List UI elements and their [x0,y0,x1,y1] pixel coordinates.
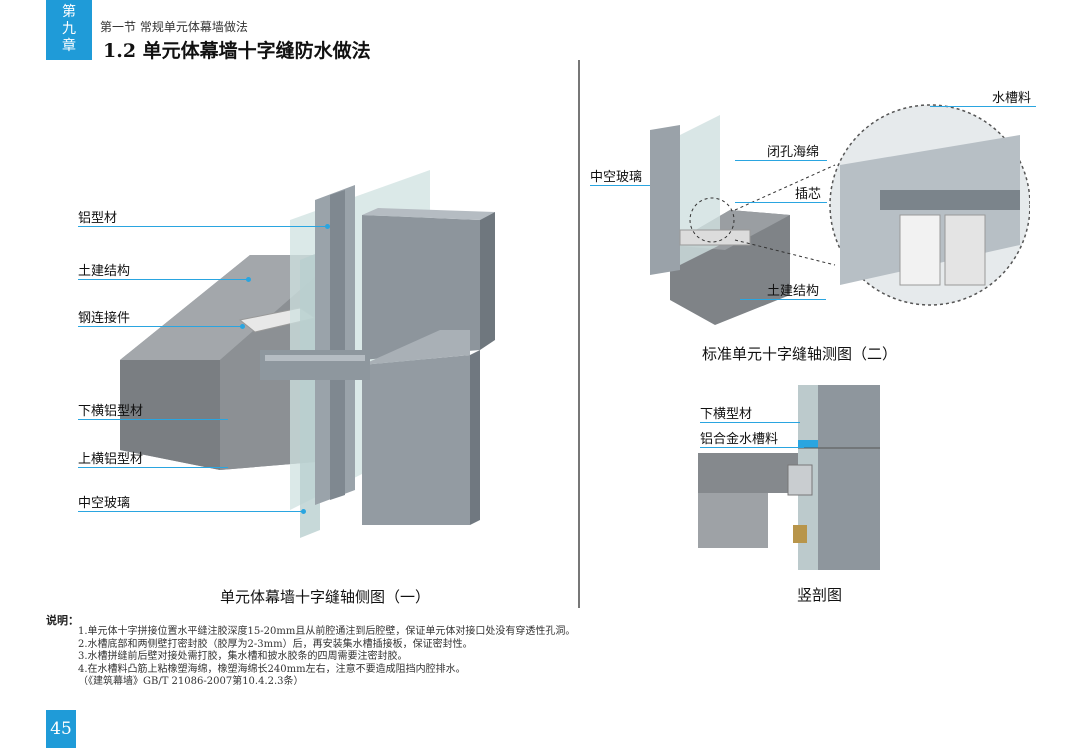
figure2-illustration [650,104,1030,325]
note-item: 4.在水槽料凸筋上粘橡塑海绵，橡塑海绵长240mm左右，注意不要造成阻挡内腔排水… [78,663,466,675]
leader-dot [246,277,251,282]
label-steel-connector: 钢连接件 [78,311,131,326]
leader-line [735,202,827,203]
note-item: 2.水槽底部和两侧壁打密封胶（胶厚为2-3mm）后，再安装集水槽插接板，保证密封… [78,638,473,650]
leader-dot [325,224,330,229]
chapter-char: 章 [62,38,76,54]
leader-line [740,299,826,300]
section-label: 第一节 常规单元体幕墙做法 [100,20,248,34]
leader-line [78,279,248,280]
leader-line [930,106,1036,107]
figure2-caption: 标准单元十字缝轴测图（二） [702,345,898,363]
label-insulating-glass: 中空玻璃 [78,496,131,511]
label-lower-transom: 下横铝型材 [78,404,144,419]
label-closed-cell-sponge: 闭孔海绵 [767,145,820,160]
figure3-illustration [698,385,880,570]
figure1-caption: 单元体幕墙十字缝轴侧图（一） [220,588,431,606]
leader-line [590,185,650,186]
label-insulating-glass-2: 中空玻璃 [590,170,643,185]
note-item: 1.单元体十字拼接位置水平缝注胶深度15-20mm且从前腔通注到后腔壁，保证单元… [78,626,576,637]
page-number: 45 [46,710,76,748]
label-civil-structure: 土建结构 [78,264,131,279]
label-water-gutter: 水槽料 [992,91,1032,106]
note-reference: （《建筑幕墙》GB/T 21086-2007第10.4.2.3条） [78,676,304,687]
chapter-char: 第 [62,4,76,20]
figure3-caption: 竖剖图 [797,586,843,604]
page-title: 1.2 单元体幕墙十字缝防水做法 [103,40,371,62]
label-civil-structure-2: 土建结构 [767,284,820,299]
label-aluminum-gutter: 铝合金水槽料 [700,432,779,447]
leader-line [78,419,228,420]
leader-line [700,422,800,423]
leader-line [700,447,804,448]
label-insert-core: 插芯 [795,187,822,202]
leader-line [78,226,328,227]
leader-line [78,467,228,468]
leader-line [735,160,827,161]
notes-title: 说明： [46,614,79,627]
chapter-char: 九 [62,21,76,37]
leader-line [78,326,242,327]
leader-dot [301,509,306,514]
figure1-illustration [120,170,495,538]
label-lower-transom-2: 下横型材 [700,407,753,422]
label-aluminum-profile: 铝型材 [78,211,118,226]
note-item: 3.水槽拼缝前后壁对接处需打胶，集水槽和披水胶条的四周需要注密封胶。 [78,651,408,662]
notes-list: 1.单元体十字拼接位置水平缝注胶深度15-20mm且从前腔通注到后腔壁，保证单元… [78,626,575,689]
leader-line [78,511,304,512]
chapter-tab: 第 九 章 [46,0,92,60]
vertical-divider [578,60,580,608]
label-upper-transom: 上横铝型材 [78,452,144,467]
leader-dot [240,324,245,329]
